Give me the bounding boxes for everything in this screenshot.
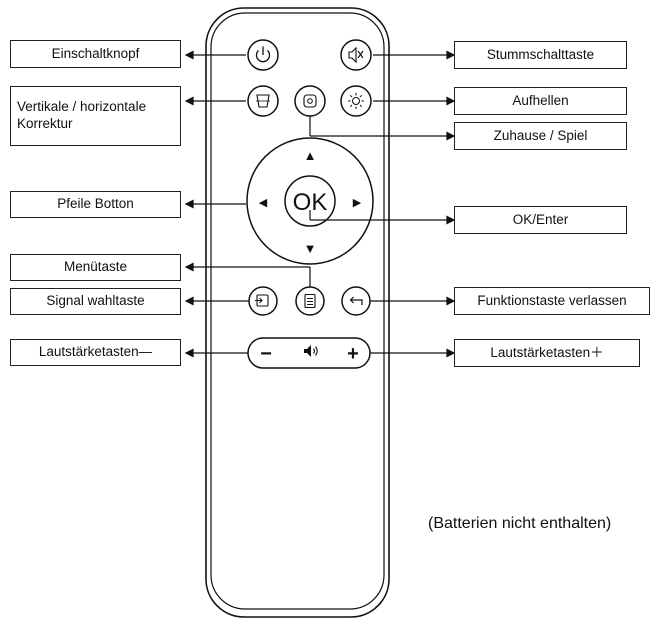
label-brightness: Aufhellen	[454, 87, 627, 115]
home-icon	[303, 94, 317, 108]
keystone-button[interactable]	[247, 85, 279, 117]
battery-note: (Batterien nicht enthalten)	[428, 515, 612, 532]
sun-icon	[348, 93, 364, 109]
down-arrow-icon[interactable]: ▼	[304, 241, 317, 256]
back-arrow-icon	[349, 296, 363, 305]
label-menu: Menütaste	[10, 254, 181, 281]
brightness-button[interactable]	[340, 85, 372, 117]
speaker-icon	[304, 345, 318, 357]
volume-up-button[interactable]: +	[347, 343, 359, 365]
up-arrow-icon[interactable]: ▲	[304, 148, 317, 163]
volume-down-button[interactable]: −	[260, 343, 272, 365]
label-mute: Stummschalttaste	[454, 41, 627, 69]
label-vol-up: Lautstärketasten＋	[454, 339, 640, 367]
back-button[interactable]	[341, 286, 371, 316]
label-keystone: Vertikale / horizontale Korrektur	[10, 86, 181, 146]
label-arrows: Pfeile Botton	[10, 191, 181, 218]
remote-body-inner-outline	[210, 12, 385, 610]
menu-button[interactable]	[295, 286, 325, 316]
remote-body-outline	[205, 7, 390, 618]
label-home: Zuhause / Spiel	[454, 122, 627, 150]
home-button[interactable]	[294, 85, 326, 117]
source-button[interactable]	[248, 286, 278, 316]
label-vol-down: Lautstärketasten—	[10, 339, 181, 366]
label-back: Funktionstaste verlassen	[454, 287, 650, 315]
mute-button[interactable]	[340, 39, 372, 71]
label-source: Signal wahltaste	[10, 288, 181, 315]
volume-rocker[interactable]: − +	[247, 337, 371, 369]
mute-icon	[348, 46, 364, 64]
ok-button[interactable]	[284, 175, 336, 227]
dpad[interactable]: OK ▲ ▼ ◀ ▶	[246, 137, 374, 265]
menu-icon	[304, 293, 316, 309]
right-arrow-icon[interactable]: ▶	[353, 197, 362, 209]
keystone-icon	[256, 94, 270, 108]
label-keystone-line2: Korrektur	[17, 116, 73, 131]
power-button[interactable]	[247, 39, 279, 71]
power-icon	[255, 46, 271, 63]
label-power: Einschaltknopf	[10, 40, 181, 68]
left-arrow-icon[interactable]: ◀	[259, 197, 268, 209]
source-input-icon	[255, 294, 269, 307]
label-ok-enter: OK/Enter	[454, 206, 627, 234]
callout-lines	[184, 50, 456, 358]
label-keystone-line1: Vertikale / horizontale	[17, 99, 147, 115]
